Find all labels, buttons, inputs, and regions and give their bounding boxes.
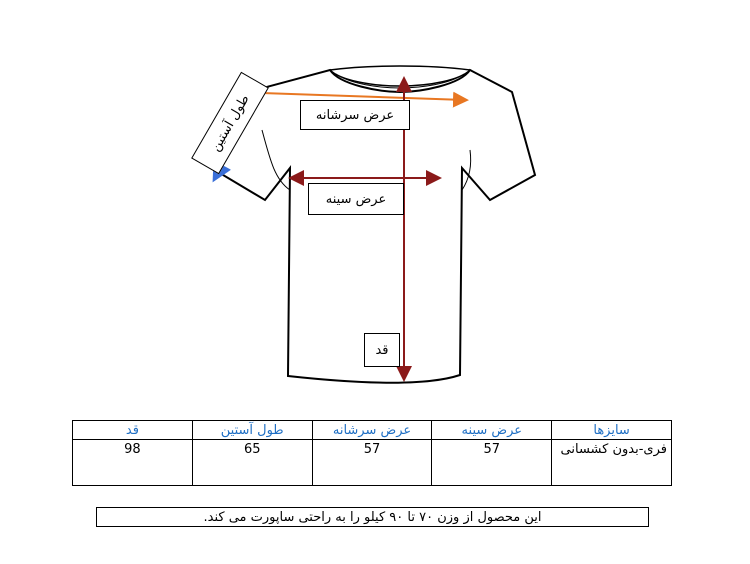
cell-shoulder-width: 57 — [311, 439, 433, 486]
cell-size: فری-بدون کشسانی — [551, 439, 672, 486]
shoulder-width-label: عرض سرشانه — [300, 100, 410, 130]
header-sleeve-length: طول آستین — [191, 420, 313, 440]
cell-height: 98 — [72, 439, 193, 486]
table-row: فری-بدون کشسانی 57 57 65 98 — [72, 439, 672, 486]
cell-chest-width: 57 — [431, 439, 553, 486]
cell-sleeve-length: 65 — [191, 439, 313, 486]
table-header-row: سایزها عرض سینه عرض سرشانه طول آستین قد — [72, 420, 672, 440]
tshirt-measurement-diagram — [212, 65, 537, 384]
tshirt-outline — [216, 68, 537, 384]
header-chest-width: عرض سینه — [431, 420, 553, 440]
size-table: سایزها عرض سینه عرض سرشانه طول آستین قد … — [72, 420, 672, 486]
header-shoulder-width: عرض سرشانه — [311, 420, 433, 440]
chest-width-label: عرض سینه — [308, 183, 404, 215]
header-height: قد — [72, 420, 193, 440]
height-label: قد — [364, 333, 400, 367]
shoulder-width-arrow — [261, 91, 469, 108]
header-size: سایزها — [551, 420, 672, 440]
support-note: این محصول از وزن ۷۰ تا ۹۰ کیلو را به راح… — [96, 507, 649, 527]
